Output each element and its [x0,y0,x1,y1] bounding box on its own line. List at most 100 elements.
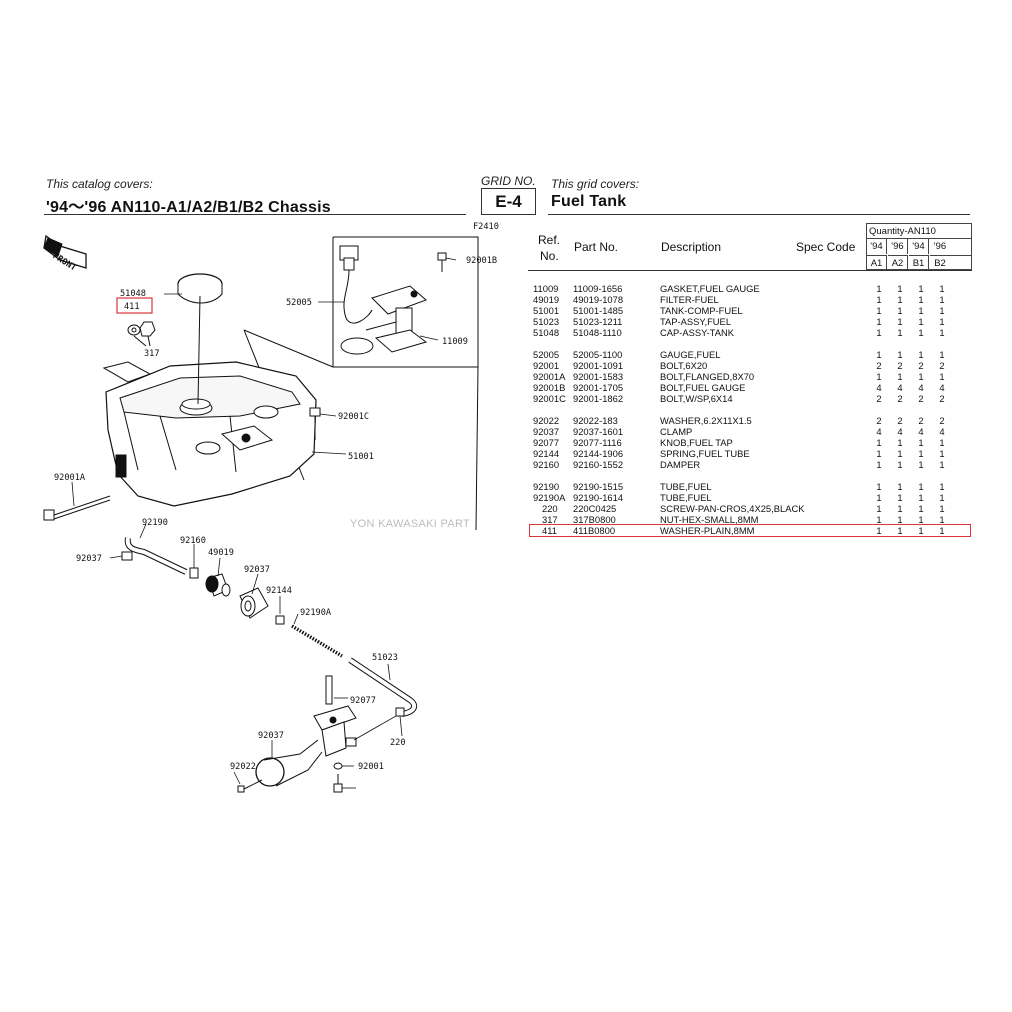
qty-cell: 2 [918,415,924,426]
qty-cell: 1 [897,437,903,448]
description-cell: SPRING,FUEL TUBE [660,448,750,459]
qty-cell: 1 [897,503,903,514]
qty-cell: 1 [876,503,882,514]
year-a1: '94 [867,239,887,254]
fuel-tank-drawing [102,361,317,507]
year-b1: '94 [909,239,929,254]
year-a2: '96 [888,239,908,254]
bolt-92001a-drawing [43,495,111,521]
qty-cell: 1 [939,349,945,360]
callout-220: 92022 [230,762,256,772]
part-no-cell: 411B0800 [573,525,616,536]
qty-cell: 2 [939,393,945,404]
qty-cell: 1 [897,481,903,492]
description-cell: CAP-ASSY-TANK [660,327,734,338]
qty-cell: 1 [876,305,882,316]
qty-cell: 2 [876,415,882,426]
ref-cell: 51023 [533,316,560,327]
grid-covers-label: This grid covers: [551,177,640,191]
part-no-cell: 92190-1515 [573,481,624,492]
grid-number-box: E-4 [481,188,536,215]
part-no-cell: 317B0800 [573,514,616,525]
qty-cell: 1 [918,448,924,459]
part-no-cell: 92001-1583 [573,371,624,382]
ref-no-header: No. [540,249,559,263]
part-no-cell: 11009-1656 [573,283,623,294]
description-cell: WASHER,6.2X11X1.5 [660,415,752,426]
callout-411: 411 [124,302,140,312]
callout-49019: 49019 [208,548,234,558]
washer-nut-drawing [127,321,156,347]
ref-cell: 11009 [533,283,559,294]
ref-cell: 92190 [533,481,560,492]
qty-cell: 1 [876,448,882,459]
damper-drawing [239,587,269,619]
description-cell: BOLT,W/SP,6X14 [660,393,733,404]
part-no-cell: 92001-1862 [573,393,624,404]
qty-cell: 2 [918,360,924,371]
qty-cell: 1 [939,294,945,305]
qty-cell: 1 [939,514,945,525]
qty-cell: 1 [897,448,903,459]
qty-cell: 4 [876,382,882,393]
qty-cell: 1 [918,371,924,382]
callout-317: 317 [144,349,160,359]
qty-cell: 1 [939,437,945,448]
catalog-covers-label: This catalog covers: [46,177,153,191]
callout-51023: 92077 [350,696,376,706]
qty-cell: 1 [876,371,882,382]
part-no-cell: 220C0425 [573,503,617,514]
grid-title: Fuel Tank [551,193,627,210]
qty-cell: 1 [939,448,945,459]
watermark: YON KAWASAKI PART [350,518,471,530]
qty-cell: 1 [939,305,945,316]
ref-cell: 92190A [533,492,566,503]
description-cell: TANK-COMP-FUEL [660,305,743,316]
qty-cell: 2 [939,360,945,371]
description-cell: DAMPER [660,459,701,470]
qty-cell: 1 [897,371,903,382]
callout-92022: 92001 [358,762,384,772]
qty-cell: 1 [918,283,924,294]
part-no-cell: 92160-1552 [573,459,624,470]
qty-cell: 2 [876,393,882,404]
qty-cell: 4 [939,382,945,393]
callout-92037-d: 220 [390,738,406,748]
callout-92037-a: 92037 [76,554,102,564]
screw-220-drawing [237,779,263,793]
qty-cell: 1 [876,437,882,448]
qty-cell: 1 [897,349,903,360]
fuel-tube-92190a-drawing [348,657,418,717]
ref-header: Ref. [538,233,561,247]
qty-cell: 1 [897,316,903,327]
qty-cell: 1 [918,349,924,360]
model-a2: A2 [888,255,908,270]
callout-92001a: 92001A [54,473,86,483]
callout-92160: 92037 [244,565,270,575]
bolt-92001c-drawing [309,407,321,440]
grid-no-label: GRID NO. [481,174,536,188]
quantity-title: Quantity-AN110 [867,224,971,239]
